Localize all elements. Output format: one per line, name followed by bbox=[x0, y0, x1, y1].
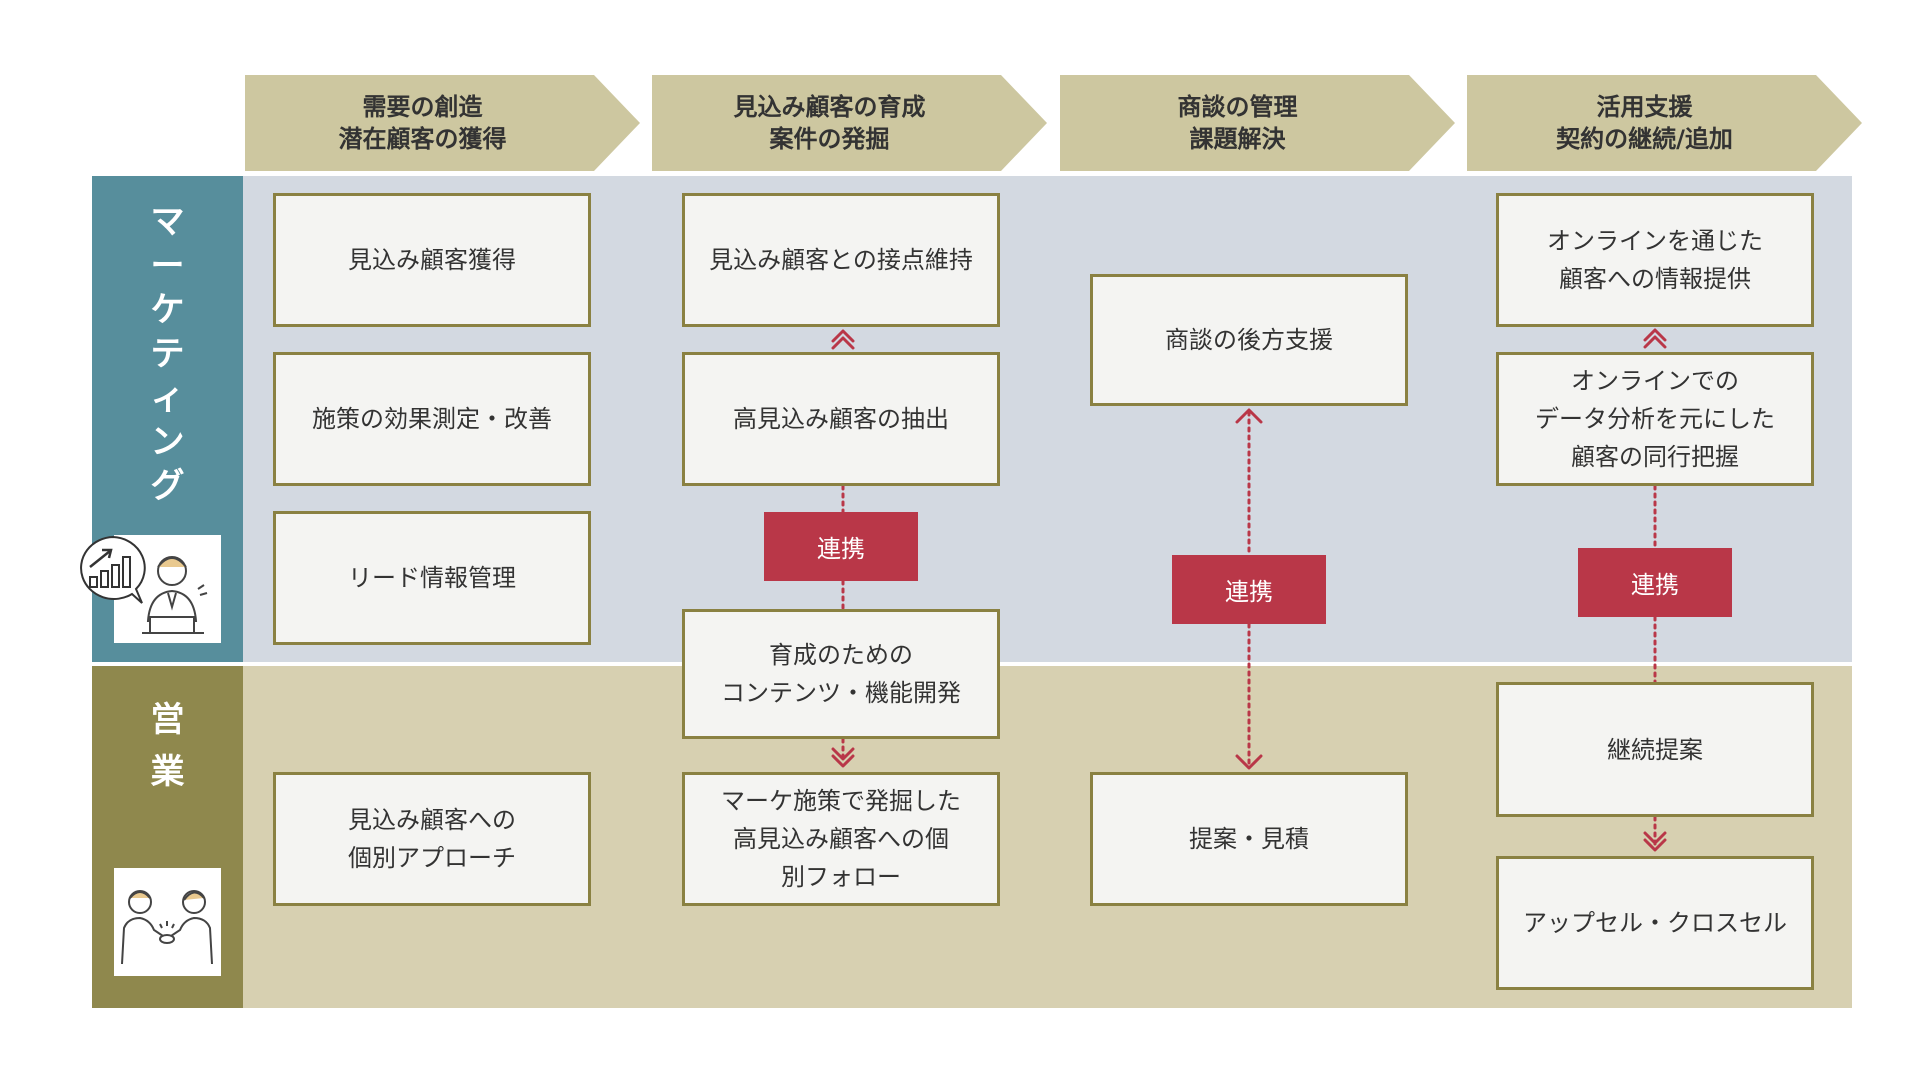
person-with-chart-icon bbox=[142, 556, 208, 634]
lane-char: 営 bbox=[150, 700, 185, 740]
phase-header-line1: 商談の管理 bbox=[1177, 93, 1298, 121]
lane-char: 業 bbox=[150, 752, 185, 792]
box-text: 高見込み顧客への個 bbox=[733, 825, 949, 853]
sales-handshake-illustration bbox=[114, 868, 221, 976]
box-individual-approach: 見込み顧客への 個別アプローチ bbox=[273, 772, 591, 906]
lane-char: ケ bbox=[150, 290, 185, 330]
phase-header-line1: 見込み顧客の育成 bbox=[733, 93, 926, 121]
lane-char: ィ bbox=[150, 378, 185, 418]
box-text: 継続提案 bbox=[1607, 735, 1703, 764]
rising-chart-icon bbox=[80, 535, 146, 604]
phase-header-lead-nurturing: 見込み顧客の育成 案件の発掘 bbox=[652, 75, 1047, 171]
lane-char: グ bbox=[150, 466, 185, 506]
phase-header-customer-success: 活用支援 契約の継続/追加 bbox=[1467, 75, 1862, 171]
arrow-up-col2 bbox=[831, 329, 855, 350]
box-continuous-proposal: 継続提案 bbox=[1496, 682, 1814, 817]
chart-speech-bubble bbox=[76, 533, 150, 607]
box-deal-support: 商談の後方支援 bbox=[1090, 274, 1408, 406]
box-text: 提案・見積 bbox=[1189, 825, 1309, 853]
box-text: 施策の効果測定・改善 bbox=[312, 405, 552, 433]
lane-char: ン bbox=[150, 422, 185, 462]
box-text: 高見込み顧客の抽出 bbox=[733, 405, 949, 433]
arrow-down-col2 bbox=[831, 747, 855, 768]
box-lead-acquisition: 見込み顧客獲得 bbox=[273, 193, 591, 327]
arrow-down-col4 bbox=[1643, 831, 1667, 852]
box-text: マーケ施策で発掘した bbox=[721, 787, 961, 815]
box-text: 顧客への情報提供 bbox=[1559, 265, 1751, 293]
link-badge-label: 連携 bbox=[1631, 571, 1679, 599]
handshake-icon bbox=[121, 890, 213, 965]
box-text: オンラインでの bbox=[1571, 367, 1739, 395]
phase-header-deal-management: 商談の管理 課題解決 bbox=[1060, 75, 1455, 171]
box-maintain-contact: 見込み顧客との接点維持 bbox=[682, 193, 1000, 327]
box-text: 見込み顧客への bbox=[348, 806, 516, 834]
phase-header-line1: 需要の創造 bbox=[362, 93, 483, 121]
box-upsell-crosssell: アップセル・クロスセル bbox=[1496, 856, 1814, 990]
box-text: データ分析を元にした bbox=[1535, 405, 1775, 433]
phase-header-line2: 潜在顧客の獲得 bbox=[338, 125, 507, 153]
box-text: 見込み顧客との接点維持 bbox=[709, 246, 973, 274]
box-online-analysis: オンラインでの データ分析を元にした 顧客の同行把握 bbox=[1496, 352, 1814, 486]
lane-char: マ bbox=[150, 202, 185, 242]
box-follow-up: マーケ施策で発掘した 高見込み顧客への個 別フォロー bbox=[682, 772, 1000, 906]
phase-header-line2: 契約の継続/追加 bbox=[1556, 125, 1733, 153]
box-text: 見込み顧客獲得 bbox=[348, 246, 516, 274]
box-text: 育成のための bbox=[769, 641, 913, 669]
box-extract-hot-leads: 高見込み顧客の抽出 bbox=[682, 352, 1000, 486]
phase-header-demand-creation: 需要の創造 潜在顧客の獲得 bbox=[245, 75, 640, 171]
box-text: コンテンツ・機能開発 bbox=[721, 679, 961, 707]
box-text: アップセル・クロスセル bbox=[1523, 909, 1787, 937]
link-badge-col2: 連携 bbox=[764, 512, 918, 581]
box-measure-improve: 施策の効果測定・改善 bbox=[273, 352, 591, 486]
phase-header-line2: 課題解決 bbox=[1189, 125, 1286, 153]
lane-char: ー bbox=[150, 246, 185, 286]
phase-header-line2: 案件の発掘 bbox=[769, 125, 890, 153]
link-badge-col4: 連携 bbox=[1578, 548, 1732, 617]
box-content-development: 育成のための コンテンツ・機能開発 bbox=[682, 609, 1000, 739]
box-text: オンラインを通じた bbox=[1547, 227, 1763, 255]
lane-char: テ bbox=[150, 334, 185, 374]
box-text: 別フォロー bbox=[781, 863, 901, 891]
phase-header-line1: 活用支援 bbox=[1596, 93, 1693, 121]
link-badge-label: 連携 bbox=[1225, 578, 1273, 606]
link-badge-label: 連携 bbox=[817, 535, 865, 563]
box-proposal-quote: 提案・見積 bbox=[1090, 772, 1408, 906]
arrow-up-col3 bbox=[1235, 408, 1263, 424]
box-text: 個別アプローチ bbox=[348, 844, 516, 872]
box-text: 顧客の同行把握 bbox=[1571, 443, 1739, 471]
box-online-info: オンラインを通じた 顧客への情報提供 bbox=[1496, 193, 1814, 327]
box-text: 商談の後方支援 bbox=[1165, 326, 1333, 354]
arrow-down-col3 bbox=[1235, 754, 1263, 770]
link-badge-col3: 連携 bbox=[1172, 555, 1326, 624]
arrow-up-col4 bbox=[1643, 328, 1667, 349]
box-text: リード情報管理 bbox=[348, 564, 516, 592]
box-lead-management: リード情報管理 bbox=[273, 511, 591, 645]
